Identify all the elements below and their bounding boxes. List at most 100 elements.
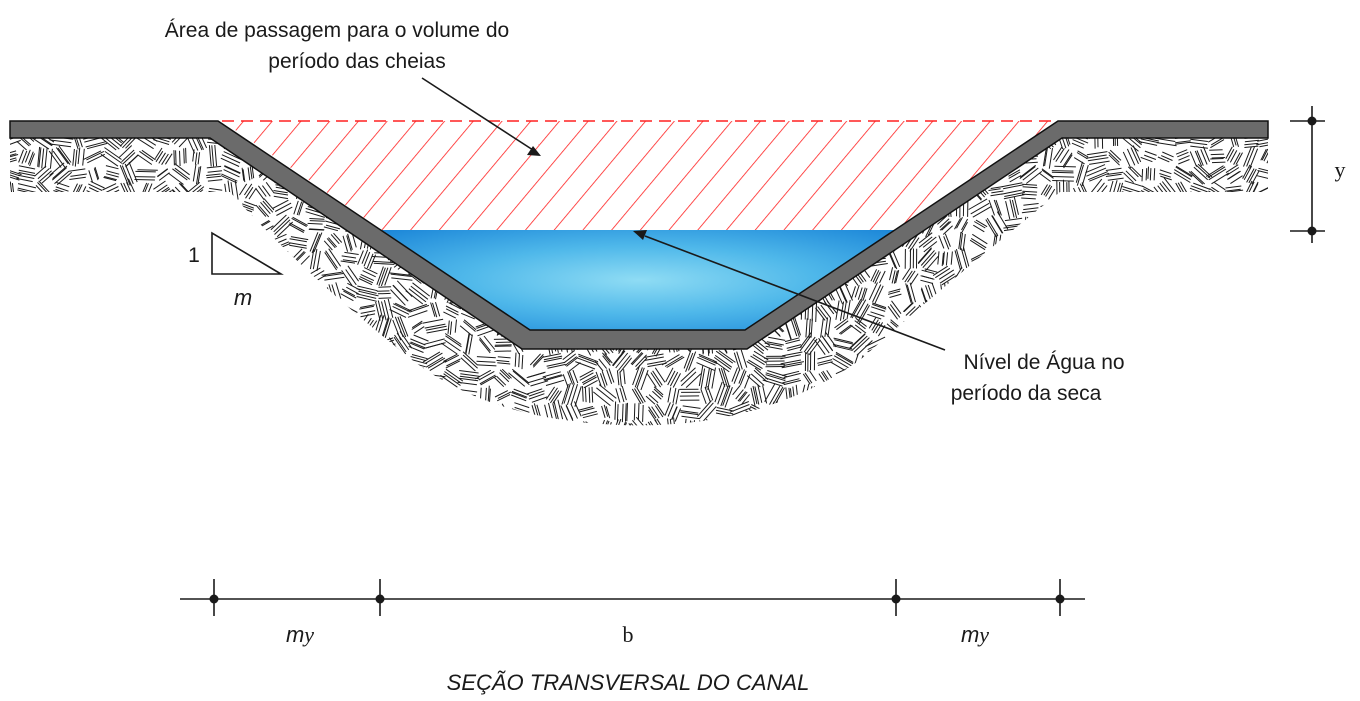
soil-stroke xyxy=(410,356,427,362)
soil-stroke xyxy=(1240,338,1262,344)
soil-stroke xyxy=(939,319,952,336)
soil-stroke xyxy=(1214,235,1220,250)
soil-stroke xyxy=(1123,324,1142,333)
soil-stroke xyxy=(1126,148,1136,166)
soil-stroke xyxy=(19,389,37,405)
soil-stroke xyxy=(1039,313,1056,315)
soil-stroke xyxy=(241,167,245,181)
soil-stroke xyxy=(1022,167,1039,181)
soil-stroke xyxy=(263,355,270,369)
soil-stroke xyxy=(917,355,934,372)
soil-stroke xyxy=(343,410,357,416)
soil-stroke xyxy=(104,176,117,181)
soil-stroke xyxy=(104,150,123,164)
soil-stroke xyxy=(91,218,97,232)
soil-stroke xyxy=(1165,252,1176,272)
soil-stroke xyxy=(120,373,142,380)
soil-stroke xyxy=(34,138,53,147)
soil-stroke xyxy=(674,408,682,422)
soil-stroke xyxy=(1039,268,1056,279)
soil-stroke xyxy=(1242,365,1258,368)
soil-stroke xyxy=(1088,171,1108,181)
soil-stroke xyxy=(10,269,19,281)
soil-stroke xyxy=(102,402,124,412)
soil-stroke xyxy=(1159,272,1171,282)
soil-stroke xyxy=(360,319,374,339)
soil-stroke xyxy=(900,368,923,373)
soil-stroke xyxy=(149,353,151,367)
soil-stroke xyxy=(924,268,938,273)
soil-stroke xyxy=(958,291,970,304)
soil-stroke xyxy=(449,321,453,335)
soil-stroke xyxy=(935,311,956,316)
soil-stroke xyxy=(359,394,378,406)
soil-stroke xyxy=(1265,317,1268,335)
soil-stroke xyxy=(903,302,914,313)
soil-stroke xyxy=(918,304,930,319)
soil-stroke xyxy=(1028,270,1036,286)
soil-stroke xyxy=(352,371,357,385)
soil-stroke xyxy=(995,199,1002,216)
soil-stroke xyxy=(443,373,461,386)
soil-stroke xyxy=(425,401,437,410)
soil-stroke xyxy=(1175,218,1191,233)
soil-stroke xyxy=(477,402,490,412)
soil-stroke xyxy=(137,320,154,337)
soil-stroke xyxy=(40,267,47,284)
soil-stroke xyxy=(190,320,204,333)
soil-stroke xyxy=(242,205,254,211)
soil-stroke xyxy=(127,230,132,252)
soil-stroke xyxy=(1052,176,1075,178)
soil-stroke xyxy=(377,406,395,410)
soil-stroke xyxy=(1257,138,1268,142)
soil-stroke xyxy=(307,304,326,313)
soil-stroke xyxy=(1106,312,1122,314)
soil-stroke xyxy=(265,372,270,389)
soil-stroke xyxy=(1177,301,1194,313)
soil-stroke xyxy=(530,380,549,387)
soil-stroke xyxy=(136,138,154,150)
soil-stroke xyxy=(1251,302,1260,321)
soil-stroke xyxy=(433,413,446,422)
soil-stroke xyxy=(1107,324,1124,329)
soil-stroke xyxy=(928,370,932,387)
soil-stroke xyxy=(1041,291,1054,299)
soil-stroke xyxy=(1087,271,1107,274)
soil-stroke xyxy=(311,336,315,350)
soil-stroke xyxy=(154,236,174,241)
soil-stroke xyxy=(771,402,780,423)
soil-stroke xyxy=(1060,202,1064,216)
soil-stroke xyxy=(634,367,643,388)
soil-stroke xyxy=(105,216,119,231)
soil-stroke xyxy=(299,371,305,385)
soil-stroke xyxy=(411,403,431,417)
soil-stroke xyxy=(1228,234,1235,253)
soil-stroke xyxy=(974,221,986,229)
soil-stroke xyxy=(631,388,642,405)
soil-stroke xyxy=(1193,201,1210,208)
soil-stroke xyxy=(255,204,267,217)
soil-stroke xyxy=(290,412,309,420)
soil-stroke xyxy=(289,342,300,355)
soil-stroke xyxy=(331,284,338,301)
soil-stroke xyxy=(51,337,68,341)
soil-stroke xyxy=(289,222,305,232)
soil-stroke xyxy=(1072,320,1090,326)
soil-stroke xyxy=(476,356,496,359)
soil-stroke xyxy=(1131,302,1138,319)
soil-stroke xyxy=(1197,163,1213,178)
soil-stroke xyxy=(191,217,206,227)
soil-stroke xyxy=(293,370,298,384)
soil-stroke xyxy=(1039,337,1043,352)
soil-stroke xyxy=(899,372,922,377)
soil-stroke xyxy=(205,370,222,375)
soil-stroke xyxy=(10,265,15,277)
soil-stroke xyxy=(95,318,101,332)
soil-stroke xyxy=(1071,327,1089,332)
soil-stroke xyxy=(839,324,852,335)
soil-stroke xyxy=(739,370,747,386)
soil-stroke xyxy=(1042,247,1046,269)
soil-stroke xyxy=(51,234,69,240)
soil-stroke xyxy=(1140,216,1157,233)
soil-stroke xyxy=(1174,141,1191,145)
